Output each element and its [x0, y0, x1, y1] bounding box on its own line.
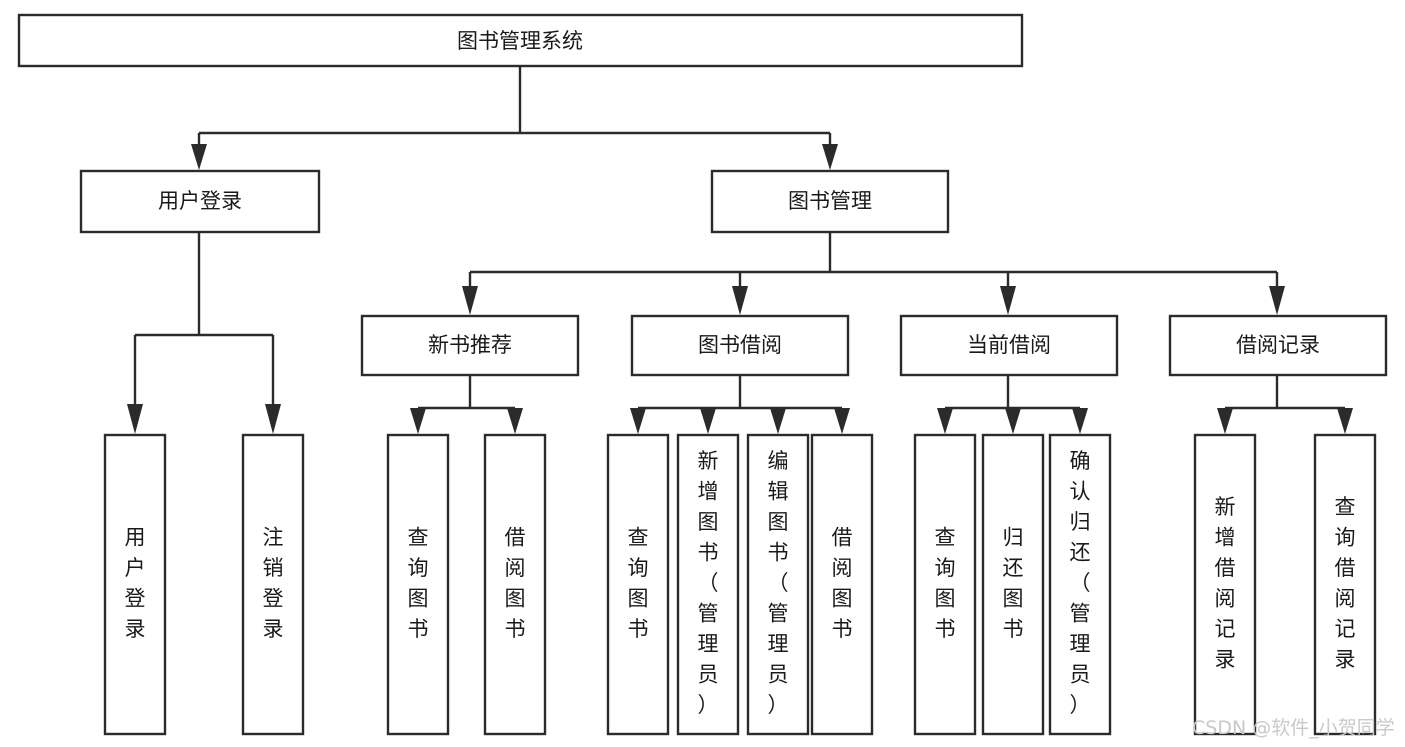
- node-leaf-add-record-label: 新增借阅记录: [1215, 495, 1236, 672]
- arrow-head-icon: [462, 286, 478, 315]
- arrow-head-icon: [834, 408, 850, 434]
- node-leaf-query-record[interactable]: 查询借阅记录: [1313, 433, 1377, 736]
- node-leaf-borrow-book-1-label: 借阅图书: [505, 525, 526, 641]
- node-leaf-borrow-book-2-box[interactable]: [810, 433, 874, 736]
- connector-group-root: [191, 66, 838, 170]
- node-new-book-rec-box[interactable]: [360, 314, 580, 377]
- node-current-borrow[interactable]: 当前借阅: [899, 314, 1119, 377]
- node-leaf-return-book-box[interactable]: [981, 433, 1045, 736]
- node-new-book-rec[interactable]: 新书推荐: [360, 314, 580, 377]
- node-leaf-return-book-label: 归还图书: [1003, 525, 1024, 641]
- arrow-head-icon: [191, 144, 207, 170]
- node-book-borrow-label: 图书借阅: [698, 333, 782, 357]
- node-leaf-borrow-book-1[interactable]: 借阅图书: [483, 433, 547, 736]
- node-user-login-box[interactable]: [79, 169, 321, 234]
- node-leaf-query-book-1-box[interactable]: [386, 433, 450, 736]
- connector-group-book-borrow: [630, 375, 850, 434]
- node-leaf-query-book-1[interactable]: 查询图书: [386, 433, 450, 736]
- connector-group-book-manage: [462, 232, 1285, 315]
- arrow-head-icon: [1000, 286, 1016, 315]
- arrow-head-icon: [630, 408, 646, 434]
- node-current-borrow-box[interactable]: [899, 314, 1119, 377]
- node-book-manage-label: 图书管理: [788, 189, 872, 213]
- node-user-login-label: 用户登录: [158, 189, 242, 213]
- connector-group-current-borrow: [937, 375, 1088, 434]
- node-book-borrow[interactable]: 图书借阅: [630, 314, 850, 377]
- node-root[interactable]: 图书管理系统: [17, 13, 1024, 68]
- node-leaf-user-logout[interactable]: 注销登录: [241, 433, 305, 736]
- arrow-head-icon: [1072, 408, 1088, 434]
- arrow-head-icon: [1217, 408, 1233, 434]
- node-leaf-add-record[interactable]: 新增借阅记录: [1193, 433, 1257, 736]
- node-leaf-add-book-box[interactable]: [676, 433, 740, 736]
- connector-group-borrow-record: [1217, 375, 1353, 434]
- watermark: CSDN @软件_小贺同学: [1192, 717, 1395, 739]
- node-leaf-user-login[interactable]: 用户登录: [103, 433, 167, 736]
- node-current-borrow-label: 当前借阅: [967, 333, 1051, 357]
- node-leaf-query-book-3-label: 查询图书: [935, 525, 956, 641]
- node-leaf-add-book[interactable]: 新增图书（管理员）: [676, 433, 740, 736]
- node-book-manage[interactable]: 图书管理: [710, 169, 950, 234]
- node-leaf-query-record-box[interactable]: [1313, 433, 1377, 736]
- node-leaf-query-record-label: 查询借阅记录: [1335, 495, 1356, 672]
- node-leaf-confirm-return-label: 确认归还（管理员）: [1070, 449, 1091, 717]
- node-leaf-query-book-3[interactable]: 查询图书: [913, 433, 977, 736]
- arrow-head-icon: [127, 404, 143, 434]
- node-leaf-edit-book-label: 编辑图书（管理员）: [768, 449, 789, 717]
- node-root-label: 图书管理系统: [457, 29, 583, 53]
- node-leaf-add-record-box[interactable]: [1193, 433, 1257, 736]
- node-leaf-query-book-2-box[interactable]: [606, 433, 670, 736]
- node-borrow-record-label: 借阅记录: [1236, 333, 1320, 357]
- node-leaf-borrow-book-2-label: 借阅图书: [832, 525, 853, 641]
- node-leaf-return-book[interactable]: 归还图书: [981, 433, 1045, 736]
- node-root-box[interactable]: [17, 13, 1024, 68]
- arrow-head-icon: [937, 408, 953, 434]
- node-leaf-edit-book-box[interactable]: [746, 433, 810, 736]
- node-leaf-borrow-book-1-box[interactable]: [483, 433, 547, 736]
- arrow-head-icon: [507, 408, 523, 434]
- node-book-borrow-box[interactable]: [630, 314, 850, 377]
- connector-group-user-login: [127, 232, 281, 434]
- node-borrow-record-box[interactable]: [1168, 314, 1388, 377]
- node-leaf-query-book-2-label: 查询图书: [628, 525, 649, 641]
- arrow-head-icon: [822, 144, 838, 170]
- node-leaf-edit-book[interactable]: 编辑图书（管理员）: [746, 433, 810, 736]
- arrow-head-icon: [770, 408, 786, 434]
- node-leaf-confirm-return-box[interactable]: [1048, 433, 1112, 736]
- node-leaf-query-book-1-label: 查询图书: [408, 525, 429, 641]
- node-leaf-user-login-box[interactable]: [103, 433, 167, 736]
- node-leaf-user-logout-box[interactable]: [241, 433, 305, 736]
- node-leaf-add-book-label: 新增图书（管理员）: [698, 449, 719, 717]
- arrow-head-icon: [700, 408, 716, 434]
- arrow-head-icon: [1005, 408, 1021, 434]
- node-leaf-user-login-label: 用户登录: [125, 525, 146, 641]
- node-leaf-confirm-return[interactable]: 确认归还（管理员）: [1048, 433, 1112, 736]
- arrow-head-icon: [732, 286, 748, 315]
- arrow-head-icon: [265, 404, 281, 434]
- node-leaf-user-logout-label: 注销登录: [263, 525, 284, 641]
- node-leaf-query-book-2[interactable]: 查询图书: [606, 433, 670, 736]
- node-book-manage-box[interactable]: [710, 169, 950, 234]
- node-new-book-rec-label: 新书推荐: [428, 333, 512, 357]
- node-user-login[interactable]: 用户登录: [79, 169, 321, 234]
- node-borrow-record[interactable]: 借阅记录: [1168, 314, 1388, 377]
- arrow-head-icon: [1337, 408, 1353, 434]
- arrow-head-icon: [1269, 286, 1285, 315]
- connector-group-new-book-rec: [410, 375, 523, 434]
- node-leaf-borrow-book-2[interactable]: 借阅图书: [810, 433, 874, 736]
- node-leaf-query-book-3-box[interactable]: [913, 433, 977, 736]
- arrow-head-icon: [410, 408, 426, 434]
